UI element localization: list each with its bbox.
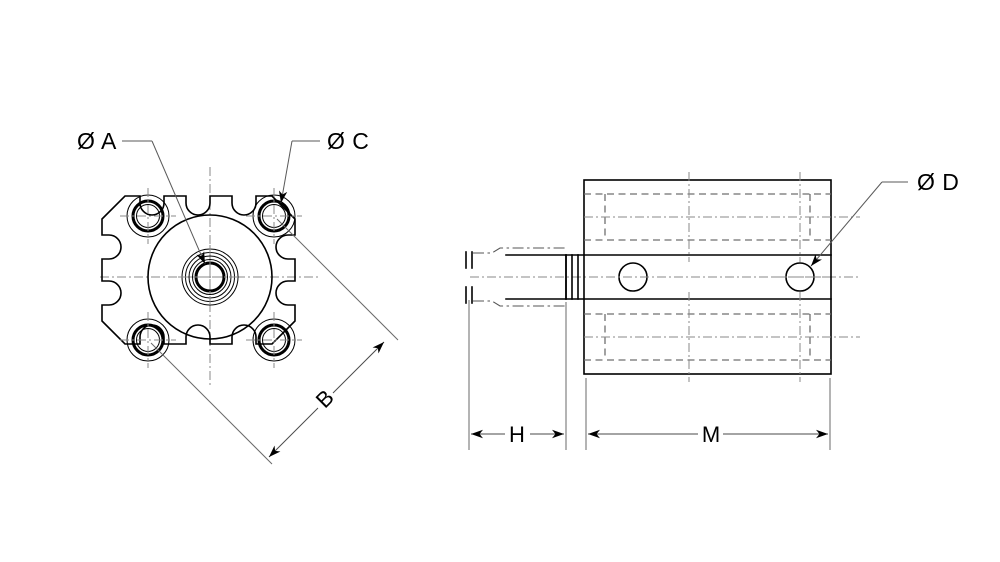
front-face-circle bbox=[147, 214, 273, 340]
side-elevation-view: Ø D H M bbox=[465, 169, 959, 450]
dimension-extension-lines bbox=[468, 300, 831, 450]
front-body-profile bbox=[101, 195, 296, 345]
leader-diameter-c bbox=[278, 140, 320, 204]
port-hole-left bbox=[606, 262, 660, 292]
dimension-h-text: H bbox=[509, 422, 525, 447]
hidden-mounting-bore-upper bbox=[584, 172, 860, 262]
central-bore-centermark bbox=[178, 245, 242, 309]
corner-mounting-bore-bottom-right bbox=[246, 312, 302, 368]
dimension-h-group: H bbox=[471, 422, 564, 447]
leader-diameter-a bbox=[122, 140, 206, 265]
piston-rod bbox=[465, 247, 579, 307]
corner-mounting-bore-top-right bbox=[246, 188, 302, 244]
hidden-mounting-bore-lower bbox=[584, 292, 860, 382]
label-diameter-d: Ø D bbox=[917, 169, 959, 195]
dimension-m-group: M bbox=[588, 422, 828, 447]
port-hole-right bbox=[773, 262, 827, 292]
dimension-b-line-upper bbox=[332, 341, 385, 394]
leader-diameter-d bbox=[810, 181, 908, 267]
central-bore-ring-outer-1 bbox=[192, 259, 228, 295]
dimension-b-extension-lower bbox=[150, 342, 273, 465]
front-end-view: Ø A Ø C B bbox=[77, 128, 399, 465]
dimension-b-text: B bbox=[311, 385, 339, 413]
label-diameter-c: Ø C bbox=[327, 128, 369, 154]
dimension-b-extension-upper bbox=[276, 218, 399, 341]
side-body-outline bbox=[583, 179, 832, 375]
corner-mounting-bore-top-left bbox=[120, 188, 176, 244]
corner-mounting-bore-bottom-left bbox=[120, 312, 176, 368]
dimension-m-text: M bbox=[702, 422, 720, 447]
dimension-b-line-lower bbox=[268, 407, 319, 458]
label-diameter-a: Ø A bbox=[77, 128, 117, 154]
